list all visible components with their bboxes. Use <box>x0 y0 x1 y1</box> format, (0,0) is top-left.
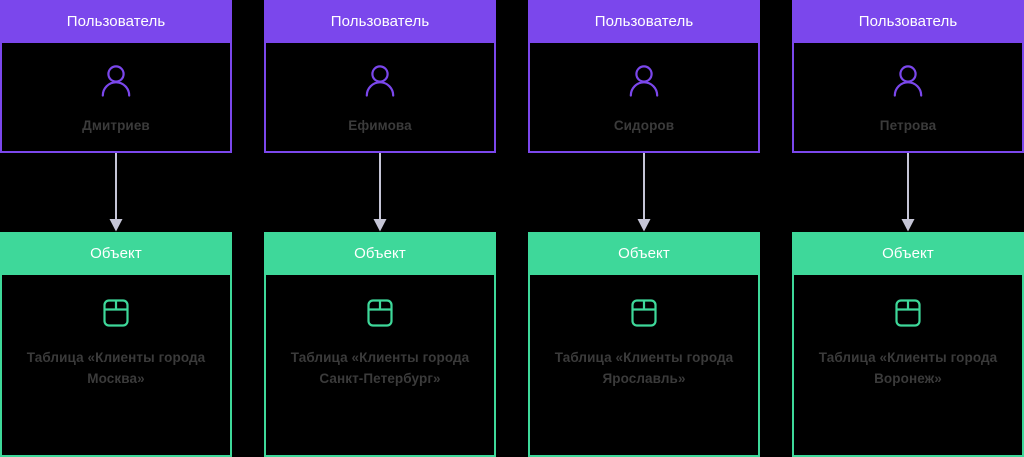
object-card-header-label: Объект <box>354 245 406 262</box>
table-icon <box>631 299 657 327</box>
user-card[interactable]: Пользователь Ефимова <box>264 0 496 153</box>
down-arrow-icon <box>109 153 123 232</box>
diagram-column: Пользователь Сидоров Объект <box>528 0 760 457</box>
table-icon <box>895 299 921 327</box>
object-caption-label: Таблица «Клиенты города Москва» <box>26 350 206 386</box>
user-card-body: Дмитриев <box>0 43 232 153</box>
object-card-header-label: Объект <box>882 245 934 262</box>
user-card-header: Пользователь <box>792 0 1024 43</box>
user-card-body: Петрова <box>792 43 1024 153</box>
table-icon <box>103 299 129 327</box>
object-card-body: Таблица «Клиенты города Москва» <box>0 275 232 457</box>
user-card[interactable]: Пользователь Петрова <box>792 0 1024 153</box>
user-card[interactable]: Пользователь Дмитриев <box>0 0 232 153</box>
diagram-column: Пользователь Дмитриев Объект <box>0 0 232 457</box>
user-card-header-label: Пользователь <box>330 13 430 30</box>
object-card[interactable]: Объект Таблица «Клиенты города Воронеж» <box>792 232 1024 457</box>
user-card-header-label: Пользователь <box>858 13 958 30</box>
user-card-header: Пользователь <box>0 0 232 43</box>
down-arrow-icon <box>637 153 651 232</box>
user-name-label: Сидоров <box>613 118 675 133</box>
object-card[interactable]: Объект Таблица «Клиенты города Санкт-Пет… <box>264 232 496 457</box>
user-name-label: Дмитриев <box>82 118 150 133</box>
user-icon <box>101 65 131 97</box>
table-icon <box>367 299 393 327</box>
object-card-header: Объект <box>528 232 760 275</box>
object-card-header-label: Объект <box>618 245 670 262</box>
object-card[interactable]: Объект Таблица «Клиенты города Москва» <box>0 232 232 457</box>
object-caption-label: Таблица «Клиенты города Ярославль» <box>554 350 734 386</box>
user-card-header: Пользователь <box>264 0 496 43</box>
object-card-body: Таблица «Клиенты города Санкт-Петербург» <box>264 275 496 457</box>
user-icon <box>629 65 659 97</box>
user-name-label: Ефимова <box>348 118 412 133</box>
user-card[interactable]: Пользователь Сидоров <box>528 0 760 153</box>
object-caption-label: Таблица «Клиенты города Воронеж» <box>818 350 998 386</box>
object-card-body: Таблица «Клиенты города Ярославль» <box>528 275 760 457</box>
user-card-header-label: Пользователь <box>66 13 166 30</box>
user-card-body: Ефимова <box>264 43 496 153</box>
user-card-header-label: Пользователь <box>594 13 694 30</box>
object-card-header: Объект <box>792 232 1024 275</box>
user-icon <box>893 65 923 97</box>
diagram-column: Пользователь Ефимова Объект <box>264 0 496 457</box>
down-arrow-icon <box>373 153 387 232</box>
object-card-body: Таблица «Клиенты города Воронеж» <box>792 275 1024 457</box>
user-card-body: Сидоров <box>528 43 760 153</box>
object-card[interactable]: Объект Таблица «Клиенты города Ярославль… <box>528 232 760 457</box>
object-card-header: Объект <box>264 232 496 275</box>
object-card-header: Объект <box>0 232 232 275</box>
diagram-column: Пользователь Петрова Объект <box>792 0 1024 457</box>
user-icon <box>365 65 395 97</box>
user-card-header: Пользователь <box>528 0 760 43</box>
object-card-header-label: Объект <box>90 245 142 262</box>
object-caption-label: Таблица «Клиенты города Санкт-Петербург» <box>290 350 470 386</box>
user-name-label: Петрова <box>879 118 937 133</box>
down-arrow-icon <box>901 153 915 232</box>
